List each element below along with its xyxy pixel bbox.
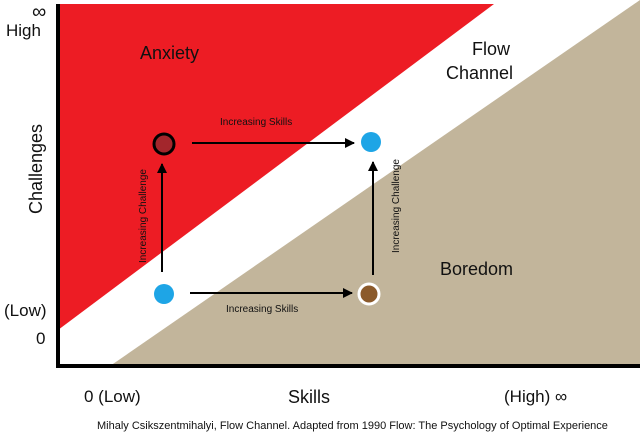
- anxiety-state-dot: [152, 132, 176, 156]
- arrow-bottom-label: Increasing Skills: [226, 304, 299, 315]
- y-tick-zero: 0: [36, 329, 46, 348]
- y-axis-title: Challenges: [26, 123, 46, 215]
- flow-channel-label-line1: Flow: [472, 39, 511, 59]
- source-caption: Mihaly Csikszentmihalyi, Flow Channel. A…: [97, 420, 608, 432]
- anxiety-region: [58, 4, 494, 330]
- arrow-right-label: Increasing Challenge: [391, 159, 402, 253]
- x-tick-high: (High) ∞: [504, 387, 568, 406]
- arrow-top-label: Increasing Skills: [220, 117, 293, 128]
- arrow-left-label: Increasing Challenge: [138, 169, 149, 263]
- boredom-region: [110, 0, 640, 366]
- y-tick-low: (Low): [4, 301, 47, 320]
- x-tick-low: 0 (Low): [84, 387, 141, 406]
- anxiety-label: Anxiety: [140, 43, 200, 63]
- y-tick-high: High: [6, 21, 41, 40]
- flow-channel-label-line2: Channel: [446, 63, 514, 83]
- boredom-state-dot: [357, 282, 381, 306]
- flow-state-dot-high: [361, 132, 381, 152]
- x-axis-title: Skills: [288, 387, 331, 407]
- y-tick-infinity: ∞: [32, 1, 47, 23]
- boredom-label: Boredom: [440, 259, 514, 279]
- flow-state-dot-low: [154, 284, 174, 304]
